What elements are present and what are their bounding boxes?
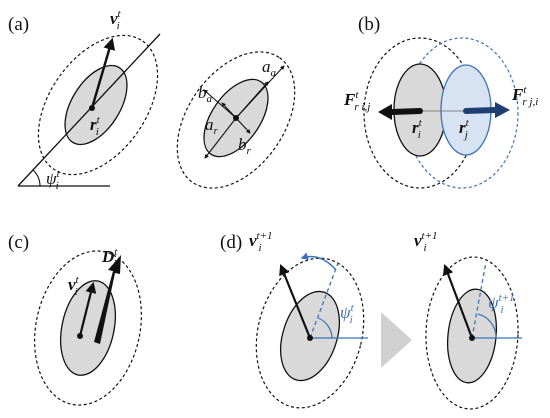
velocity-arrow xyxy=(442,263,474,339)
axis-label-ba: ba xyxy=(198,83,213,105)
force-arrow-ji xyxy=(466,102,510,118)
velocity-arrow xyxy=(78,281,97,337)
heading-angle-arc xyxy=(32,169,41,187)
position-dot xyxy=(77,333,83,339)
panel-label-c: (c) xyxy=(8,232,29,253)
axis-label-aa: aa xyxy=(262,57,277,79)
heading-dashed-line xyxy=(309,262,339,339)
heading-dashed-line xyxy=(471,261,487,339)
position-dot-j xyxy=(463,108,469,114)
heading-angle-arc xyxy=(317,317,333,339)
position-dot xyxy=(89,105,95,111)
panel-label-d: (d) xyxy=(220,232,242,253)
heading-axis-line xyxy=(17,33,161,187)
heading-angle-arc xyxy=(477,313,497,339)
desired-direction-arrow xyxy=(94,255,121,344)
panel-label-a: (a) xyxy=(8,14,29,35)
outer-dashed-ellipse xyxy=(425,256,519,410)
position-dot xyxy=(307,335,313,341)
minor-axis-arrow xyxy=(203,89,237,119)
agent-a-right: aa ba ar br xyxy=(176,51,296,189)
position-dot xyxy=(469,335,475,341)
axis-label-br: br xyxy=(238,135,252,157)
outer-dashed-ellipse xyxy=(37,34,159,176)
outer-dashed-ellipse xyxy=(255,257,365,409)
velocity-arrow xyxy=(90,37,116,109)
right-triangle-icon xyxy=(381,312,412,368)
major-axis-arrow xyxy=(204,117,237,159)
outer-dashed-ellipse xyxy=(34,250,142,406)
outer-dashed-ellipse-j xyxy=(405,37,519,189)
velocity-arrow xyxy=(279,263,312,339)
force-arrow-ij xyxy=(378,104,420,120)
minor-axis-arrow xyxy=(235,117,251,134)
rotation-arrow xyxy=(300,252,337,271)
major-axis-arrow xyxy=(235,65,285,119)
panel-label-b: (b) xyxy=(358,14,380,35)
position-dot-i xyxy=(417,108,423,114)
axis-label-ar: ar xyxy=(205,115,219,137)
agent-body-ellipse xyxy=(60,280,116,376)
